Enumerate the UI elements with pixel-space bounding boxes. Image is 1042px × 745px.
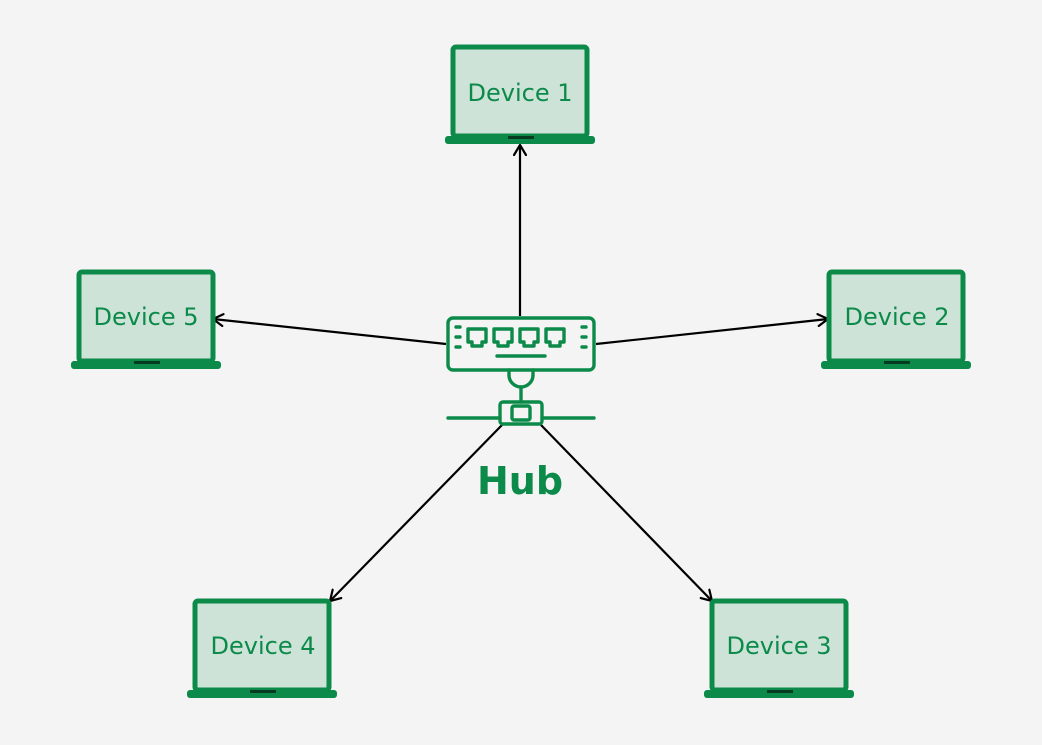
device-label: Device 1 — [468, 79, 573, 107]
laptop-icon — [187, 598, 337, 698]
hub-label: Hub — [477, 459, 563, 503]
connections — [213, 145, 828, 601]
connector-hub-device-3 — [540, 424, 712, 601]
laptop-icon — [821, 269, 971, 369]
device-4[interactable]: Device 4 — [187, 598, 337, 698]
device-label: Device 5 — [94, 303, 199, 331]
laptop-icon — [704, 598, 854, 698]
connector-hub-device-5 — [213, 319, 447, 346]
device-label: Device 3 — [727, 632, 832, 660]
device-5[interactable]: Device 5 — [71, 269, 221, 369]
device-1[interactable]: Device 1 — [445, 44, 595, 144]
connector-hub-device-2 — [595, 319, 828, 346]
connector-hub-device-4 — [330, 424, 503, 601]
device-3[interactable]: Device 3 — [704, 598, 854, 698]
network-hub-icon — [446, 316, 596, 426]
laptop-icon — [445, 44, 595, 144]
device-label: Device 4 — [211, 632, 316, 660]
laptop-icon — [71, 269, 221, 369]
device-label: Device 2 — [845, 303, 950, 331]
device-2[interactable]: Device 2 — [821, 269, 971, 369]
